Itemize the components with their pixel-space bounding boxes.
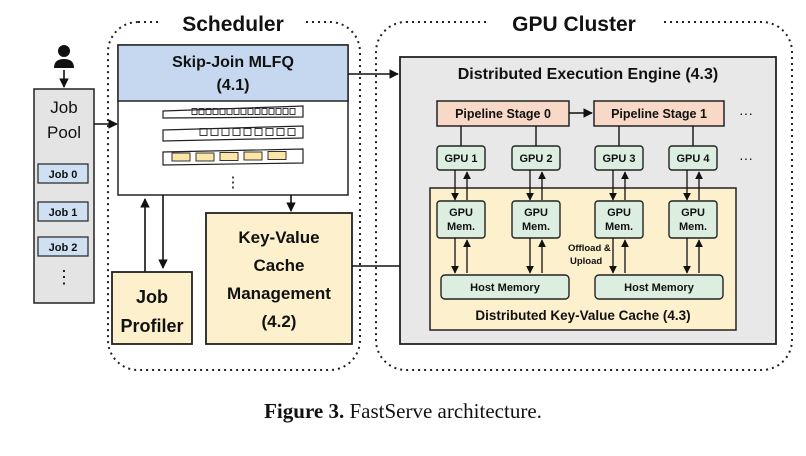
gpu-cluster-title: GPU Cluster — [512, 13, 636, 36]
stage-ellipsis: ··· — [739, 105, 753, 121]
gpu-node — [436, 145, 486, 171]
job-item-label: Job 1 — [49, 207, 78, 219]
offload-upload-label: Upload — [570, 256, 602, 267]
gpu-ellipsis: ··· — [739, 150, 753, 166]
kv-management-line3: Management — [227, 284, 331, 303]
gpu-memory-label: Mem. — [605, 221, 633, 233]
job-pool-label-line1: Job — [50, 98, 77, 117]
gpu-memory-label: Mem. — [679, 221, 707, 233]
gpu-label: GPU 1 — [444, 153, 477, 165]
job-pool-label-line2: Pool — [47, 123, 81, 142]
gpu-memory-label: GPU — [449, 207, 473, 219]
gpu-label: GPU 2 — [519, 153, 552, 165]
distributed-kv-cache-title: Distributed Key-Value Cache (4.3) — [475, 308, 690, 323]
host-memory-label: Host Memory — [470, 282, 541, 294]
kv-cache-management — [205, 212, 353, 345]
priority-queues — [162, 105, 304, 166]
gpu-memory-label: GPU — [524, 207, 548, 219]
pipeline-stage-label: Pipeline Stage 1 — [611, 107, 707, 121]
gpu-memory — [511, 200, 561, 239]
job-pool-ellipsis: ⋮ — [55, 267, 73, 287]
host-memory — [440, 274, 570, 300]
gpu-memory-label: GPU — [607, 207, 631, 219]
job-item: Job 1 — [37, 201, 89, 222]
kv-management-line1: Key-Value — [238, 228, 319, 247]
kv-management-line4: (4.2) — [262, 312, 297, 331]
job-profiler — [111, 271, 193, 345]
gpu-memory — [436, 200, 486, 239]
job-profiler-label-line2: Profiler — [120, 316, 183, 336]
gpu-memory-label: Mem. — [447, 221, 475, 233]
gpu-memory-label: Mem. — [522, 221, 550, 233]
execution-engine-title: Distributed Execution Engine (4.3) — [458, 66, 718, 83]
gpu-node — [594, 145, 644, 171]
gpu-memory — [594, 200, 644, 239]
host-memory — [594, 274, 724, 300]
gpu-label: GPU 3 — [602, 153, 635, 165]
gpu-label: GPU 4 — [676, 153, 710, 165]
mlfq-header — [117, 44, 349, 102]
figure-caption-text: FastServe architecture. — [344, 399, 542, 423]
gpu-memory — [668, 200, 718, 239]
gpu-node — [668, 145, 718, 171]
pipeline-stage-label: Pipeline Stage 0 — [455, 107, 551, 121]
gpu-memory-label: GPU — [681, 207, 705, 219]
offload-upload-label: Offload & — [568, 243, 611, 254]
job-profiler-label-line1: Job — [136, 287, 168, 307]
kv-management-line2: Cache — [253, 256, 304, 275]
host-memory-label: Host Memory — [624, 282, 695, 294]
job-item: Job 0 — [37, 163, 89, 184]
mlfq-title: Skip-Join MLFQ — [172, 54, 294, 71]
mlfq-section-number: (4.1) — [217, 77, 250, 94]
pipeline-stage — [593, 100, 725, 127]
queue-ellipsis: ⋮ — [226, 174, 241, 191]
job-item-label: Job 0 — [49, 169, 78, 181]
pipeline-stage — [436, 100, 570, 127]
figure-caption-label: Figure 3. — [264, 399, 344, 423]
scheduler-title: Scheduler — [182, 13, 284, 36]
user-icon — [54, 45, 74, 68]
gpu-cluster-region — [375, 21, 793, 371]
figure-caption: Figure 3. FastServe architecture. — [264, 399, 542, 423]
gpu-node — [511, 145, 561, 171]
job-item-label: Job 2 — [49, 242, 78, 254]
job-pool — [33, 88, 95, 304]
job-item: Job 2 — [37, 236, 89, 257]
